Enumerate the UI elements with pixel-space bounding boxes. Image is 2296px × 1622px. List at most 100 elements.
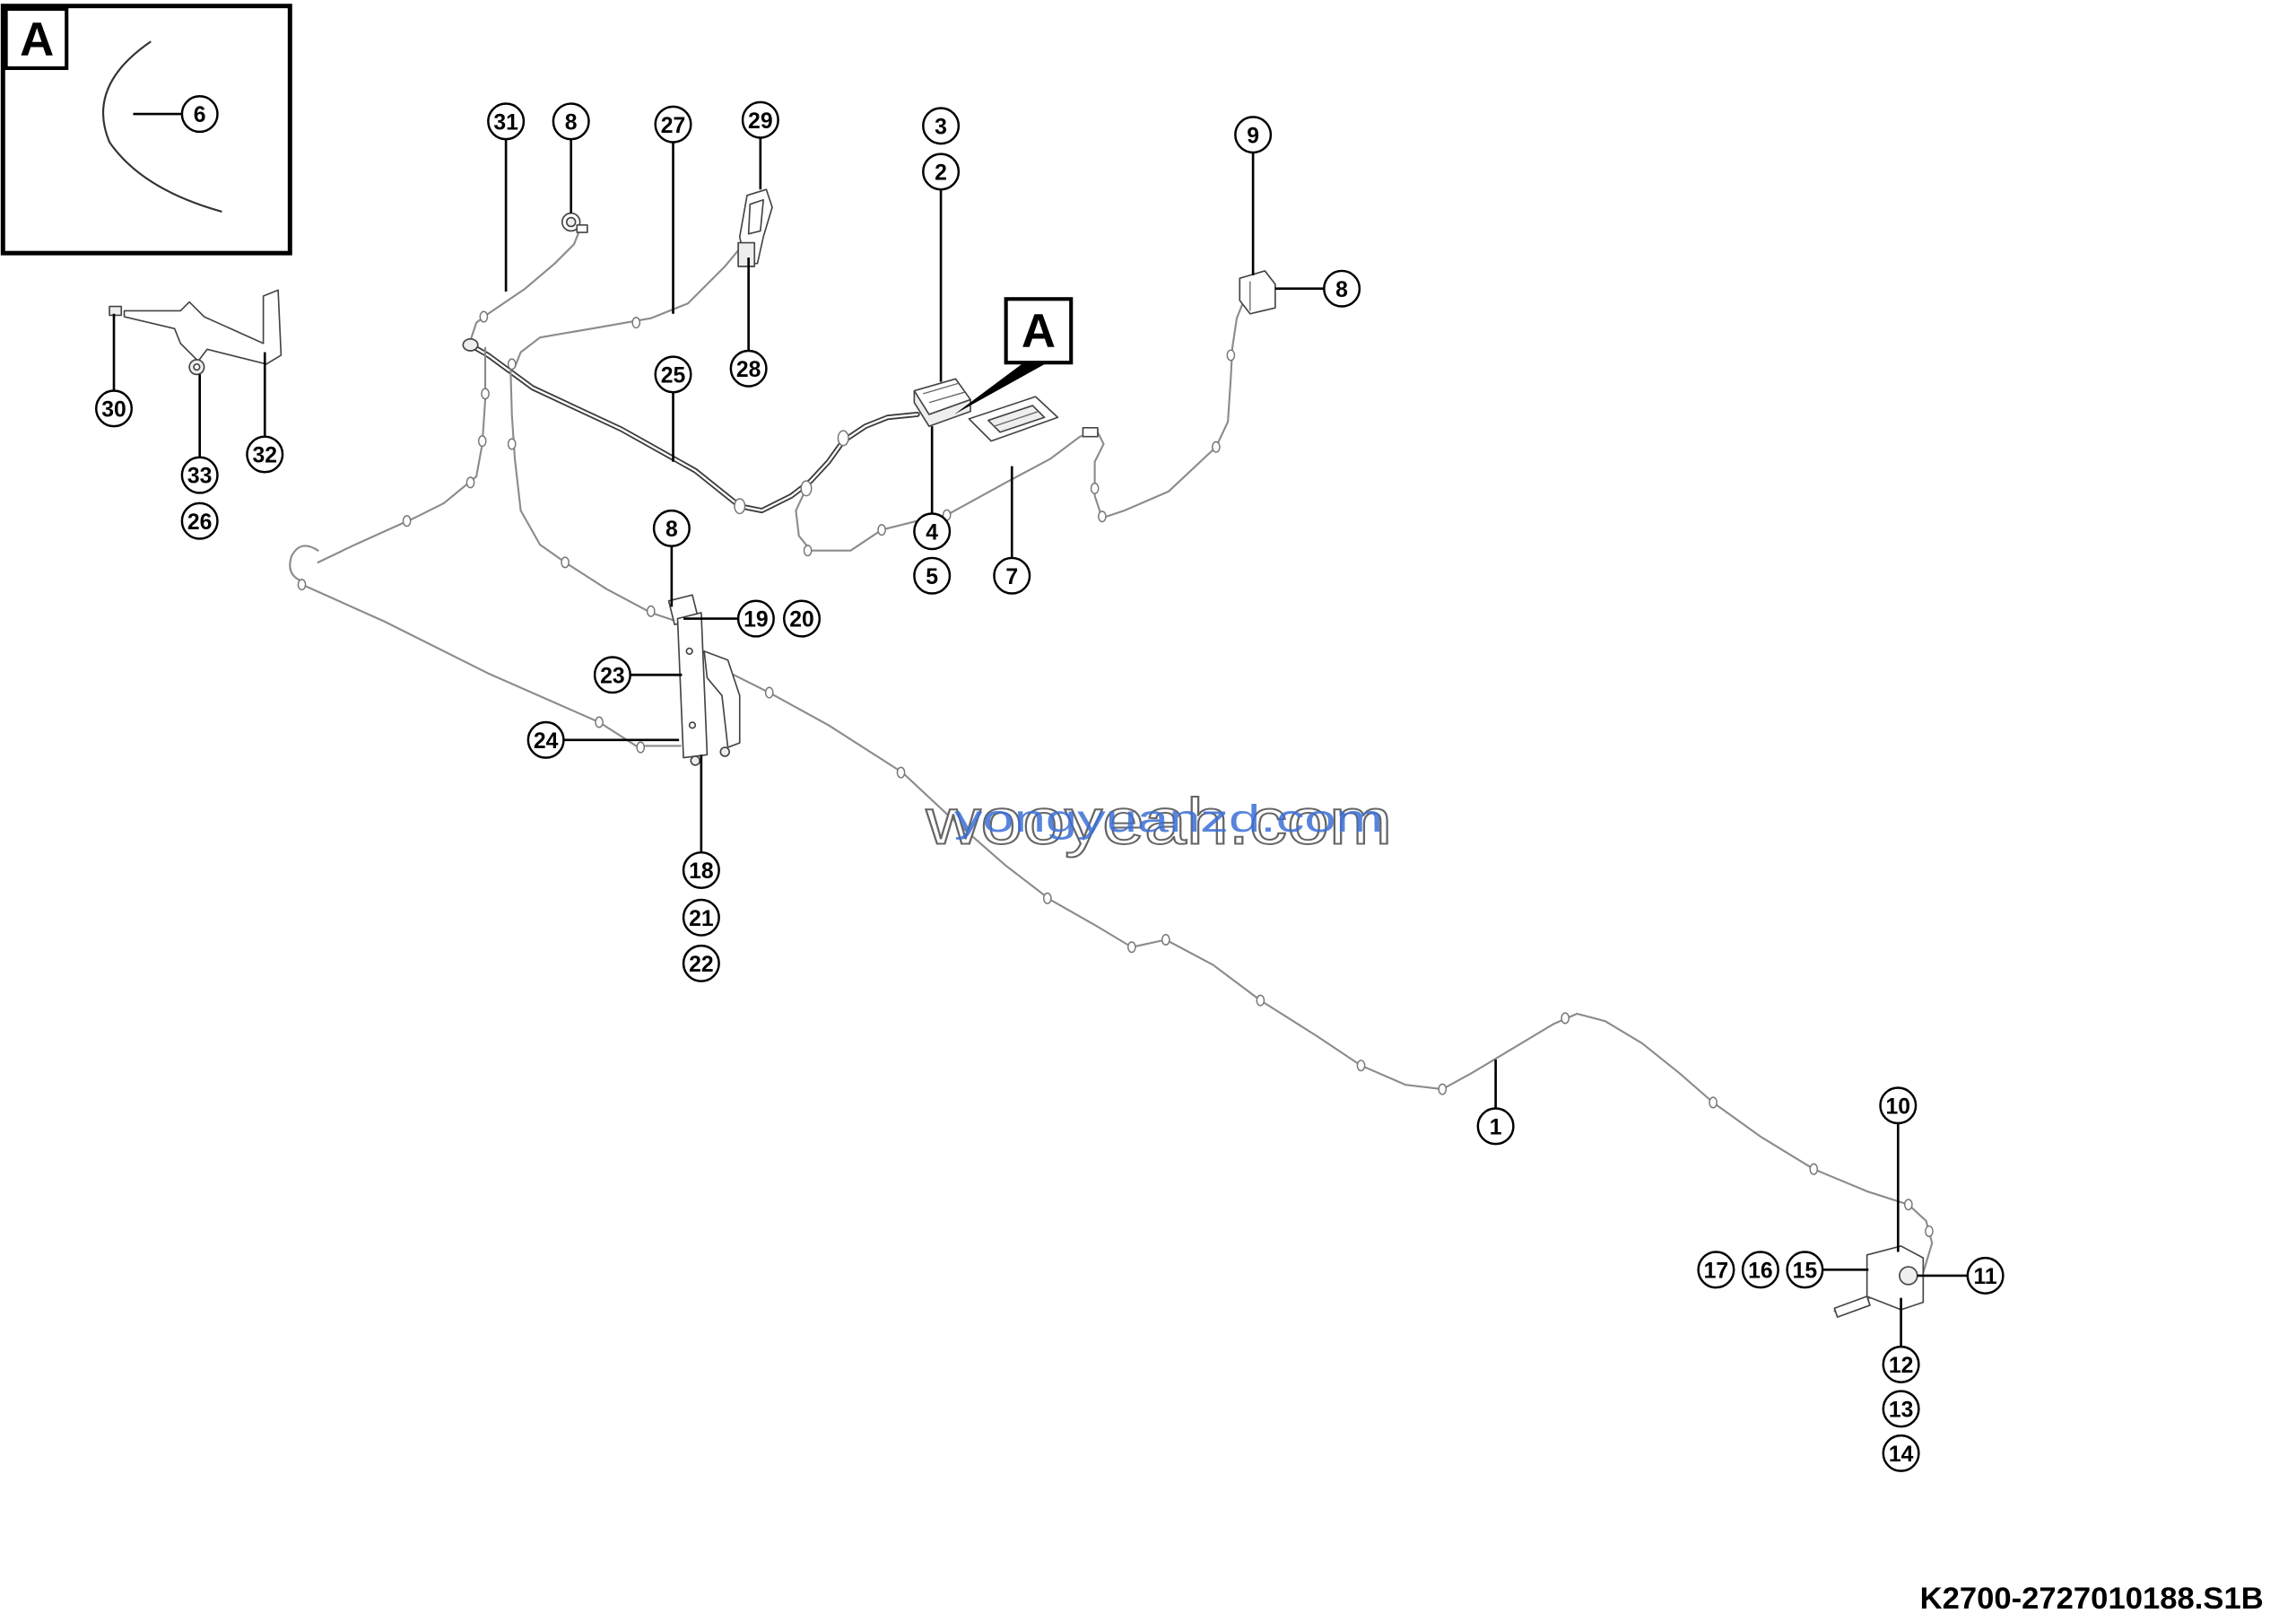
callout-label: 14 bbox=[1889, 1443, 1914, 1467]
callout-23: 23 bbox=[593, 656, 631, 694]
callout-circle bbox=[1966, 1256, 2005, 1295]
callout-label: 31 bbox=[493, 110, 518, 135]
callout-circle bbox=[593, 656, 631, 694]
callout-30: 30 bbox=[94, 389, 134, 428]
bolt bbox=[719, 746, 731, 757]
callout-circle bbox=[741, 100, 779, 139]
callout-label: 1 bbox=[1490, 1115, 1502, 1139]
callout-26: 26 bbox=[180, 501, 219, 540]
callout-circle bbox=[1234, 116, 1273, 154]
callout-label: 20 bbox=[789, 608, 814, 632]
callout-9: 9 bbox=[1234, 116, 1273, 154]
cable-clip bbox=[507, 438, 517, 450]
callout-circle bbox=[180, 456, 219, 494]
callout-29: 29 bbox=[741, 100, 779, 139]
callout-label: 32 bbox=[252, 444, 277, 468]
callout-circle bbox=[1882, 1390, 1920, 1428]
callouts: 31 8 27 29 3 2 9 8 28 25 30 33 32 26 4 5… bbox=[94, 100, 2005, 1472]
wire-to-bracket-upper bbox=[509, 362, 679, 623]
cable-clip bbox=[1090, 482, 1100, 494]
cable-clip bbox=[1809, 1163, 1819, 1175]
callout-18: 18 bbox=[682, 850, 720, 890]
callout-12: 12 bbox=[1882, 1345, 1920, 1383]
end-bracket bbox=[1833, 1245, 1925, 1318]
callout-4: 4 bbox=[913, 512, 952, 551]
callout-circle bbox=[654, 355, 692, 394]
cable-clip bbox=[1356, 1060, 1366, 1072]
callout-8: 8 bbox=[652, 509, 691, 547]
bolt-30 bbox=[109, 305, 123, 317]
cable-clip bbox=[1226, 349, 1236, 362]
callout-15: 15 bbox=[1786, 1251, 1824, 1289]
callout-13: 13 bbox=[1882, 1390, 1920, 1428]
callout-circle bbox=[782, 599, 822, 638]
module-7 bbox=[968, 396, 1059, 442]
callout-label: 4 bbox=[926, 520, 938, 545]
callout-label: 7 bbox=[1005, 565, 1018, 589]
callout-25: 25 bbox=[654, 355, 692, 394]
cable-clip bbox=[1925, 1225, 1934, 1237]
callout-circle bbox=[993, 556, 1031, 595]
callout-circle bbox=[1879, 1086, 1918, 1125]
callout-1: 1 bbox=[1476, 1107, 1515, 1146]
wire-main-long bbox=[720, 667, 1934, 1274]
watermark: wooyeah.com yongyuanzd.com bbox=[924, 784, 1393, 859]
cable-clip bbox=[595, 716, 604, 728]
cable-clip bbox=[631, 317, 641, 329]
wire-left-branch bbox=[317, 346, 487, 563]
callout-14: 14 bbox=[1882, 1434, 1920, 1472]
wire-to-connector-8 bbox=[469, 228, 581, 342]
callout-10: 10 bbox=[1879, 1086, 1918, 1125]
callout-circle bbox=[913, 512, 952, 551]
callout-circle bbox=[1882, 1345, 1920, 1383]
detail-label-box bbox=[1004, 297, 1074, 365]
cable-clip bbox=[561, 556, 570, 569]
inset-label-box bbox=[4, 6, 69, 71]
bracket-23-24 bbox=[667, 594, 741, 766]
cable-clip bbox=[764, 686, 774, 699]
callout-17: 17 bbox=[1697, 1251, 1735, 1289]
wire-to-connector-9 bbox=[795, 302, 1244, 552]
cable-clip bbox=[800, 480, 813, 497]
callout-label: 33 bbox=[187, 465, 213, 489]
callout-3: 3 bbox=[922, 107, 961, 145]
cable-clip bbox=[465, 476, 475, 489]
cable-clip bbox=[477, 435, 487, 448]
callout-circle bbox=[913, 556, 952, 595]
callout-label: 13 bbox=[1889, 1399, 1914, 1423]
callout-20: 20 bbox=[782, 599, 822, 638]
callout-16: 16 bbox=[1741, 1251, 1779, 1289]
cable-clip bbox=[803, 545, 813, 557]
cable-clip bbox=[734, 498, 746, 515]
callout-circle bbox=[1323, 269, 1361, 308]
bracket-arm bbox=[703, 650, 741, 748]
cable-clip bbox=[636, 741, 646, 754]
end-connector bbox=[1899, 1266, 1918, 1286]
callout-circle bbox=[682, 898, 720, 937]
callout-11: 11 bbox=[1966, 1256, 2005, 1295]
cable-clip bbox=[1161, 933, 1170, 946]
cable-clip bbox=[297, 579, 307, 591]
accelerator-pedal bbox=[737, 188, 773, 267]
wire-to-pedal bbox=[513, 248, 741, 369]
callout-label: 24 bbox=[534, 729, 559, 754]
cable-clip bbox=[1709, 1096, 1718, 1109]
main-harness bbox=[465, 340, 920, 514]
callout-label: 8 bbox=[565, 110, 578, 135]
callout-27: 27 bbox=[654, 105, 692, 144]
callout-28: 28 bbox=[729, 349, 768, 388]
callout-label: 12 bbox=[1889, 1354, 1914, 1378]
callout-label: 29 bbox=[748, 109, 773, 134]
drawing-code: K2700-2727010188.S1B bbox=[1920, 1582, 2264, 1616]
callout-circle bbox=[729, 349, 768, 388]
detail-label: A bbox=[1022, 305, 1056, 358]
callout-label: 23 bbox=[600, 664, 625, 688]
bolt bbox=[690, 755, 701, 766]
inset-label: A bbox=[20, 13, 54, 66]
callout-circle bbox=[180, 95, 219, 134]
callout-circle bbox=[552, 102, 590, 141]
wire-left-loop bbox=[289, 545, 319, 583]
cable-clip bbox=[1903, 1199, 1913, 1211]
callout-circle bbox=[1882, 1434, 1920, 1472]
